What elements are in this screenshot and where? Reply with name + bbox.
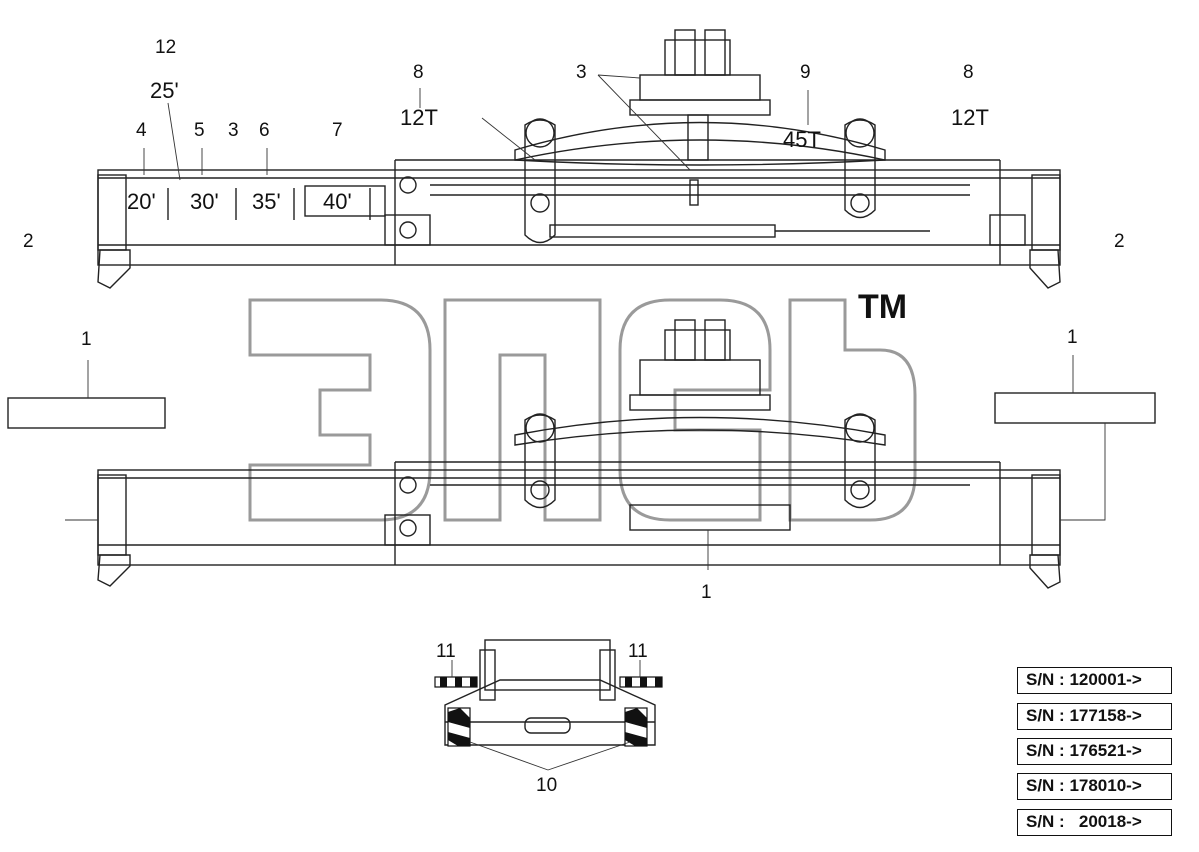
callout-8-left: 8 bbox=[413, 62, 424, 83]
callout-12: 12 bbox=[155, 37, 176, 58]
callout-8-right: 8 bbox=[963, 62, 974, 83]
callout-4: 4 bbox=[136, 120, 147, 141]
serial-number-box: S/N : 178010-> bbox=[1017, 773, 1172, 800]
decal-25ft: 25' bbox=[150, 78, 179, 103]
hazard-decals bbox=[434, 676, 663, 747]
callout-10: 10 bbox=[536, 775, 557, 796]
decal-30ft: 30' bbox=[190, 189, 219, 214]
serial-number-box: S/N : 120001-> bbox=[1017, 667, 1172, 694]
leader-lines bbox=[65, 74, 1106, 771]
callout-5: 5 bbox=[194, 120, 205, 141]
decal-40ft: 40' bbox=[323, 189, 352, 214]
callout-11-right: 11 bbox=[628, 641, 648, 662]
decal-12t-right: 12T bbox=[951, 105, 989, 130]
watermark-logo bbox=[248, 298, 917, 522]
watermark-tm: TM bbox=[858, 288, 907, 326]
callout-2-left: 2 bbox=[23, 231, 34, 252]
decal-12t-left: 12T bbox=[400, 105, 438, 130]
callouts: 12 4 5 3 6 7 8 3 9 8 2 2 1 1 1 11 11 10 bbox=[23, 37, 1125, 796]
callout-1-right: 1 bbox=[1067, 327, 1078, 348]
callout-3-left: 3 bbox=[228, 120, 239, 141]
decal-35ft: 35' bbox=[252, 189, 281, 214]
bottom-spreader bbox=[7, 319, 1156, 589]
serial-number-box: S/N : 20018-> bbox=[1017, 809, 1172, 836]
decal-texts: 25' 20' 30' 35' 40' 12T 45T 12T bbox=[127, 78, 989, 214]
decal-45t: 45T bbox=[783, 127, 821, 152]
callout-6: 6 bbox=[259, 120, 270, 141]
serial-number-box: S/N : 177158-> bbox=[1017, 703, 1172, 730]
callout-1-left: 1 bbox=[81, 329, 92, 350]
serial-number-box: S/N : 176521-> bbox=[1017, 738, 1172, 765]
callout-7: 7 bbox=[332, 120, 343, 141]
callout-9: 9 bbox=[800, 62, 811, 83]
callout-2-right: 2 bbox=[1114, 231, 1125, 252]
end-view bbox=[444, 639, 656, 746]
decal-20ft: 20' bbox=[127, 189, 156, 214]
top-spreader bbox=[97, 29, 1061, 289]
callout-11-left: 11 bbox=[436, 641, 456, 662]
callout-3-top: 3 bbox=[576, 62, 587, 83]
callout-1-bottom: 1 bbox=[701, 582, 712, 603]
